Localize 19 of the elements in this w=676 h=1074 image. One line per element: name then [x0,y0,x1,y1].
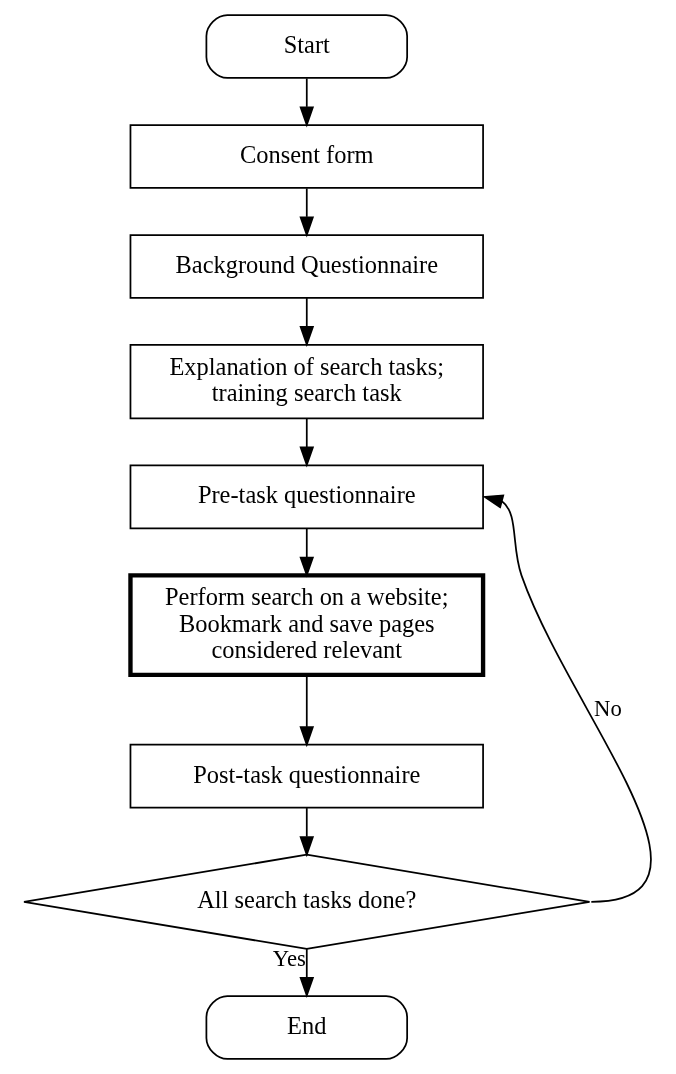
arrow [299,948,315,999]
node-diamond: All search tasks done? [23,853,591,950]
node-box: Post-task questionnaire [129,743,484,809]
arrow [299,187,315,238]
node-box: End [205,995,408,1060]
arrow [299,77,315,128]
node-box: Pre-task questionnaire [129,464,484,530]
arrow [299,297,315,347]
arrow [482,494,651,903]
node-box: Background Questionnaire [129,234,484,299]
arrow [299,807,315,858]
arrow [299,417,315,468]
node-box: Consent form [129,124,484,189]
node-box: Perform search on a website; Bookmark and save pages considered relevant [128,573,486,678]
node-box: Explanation of search tasks; training search task [129,344,484,420]
edge-label: No [594,695,622,721]
arrow [299,527,315,578]
node-box: Start [205,14,408,79]
arrow [299,674,315,748]
